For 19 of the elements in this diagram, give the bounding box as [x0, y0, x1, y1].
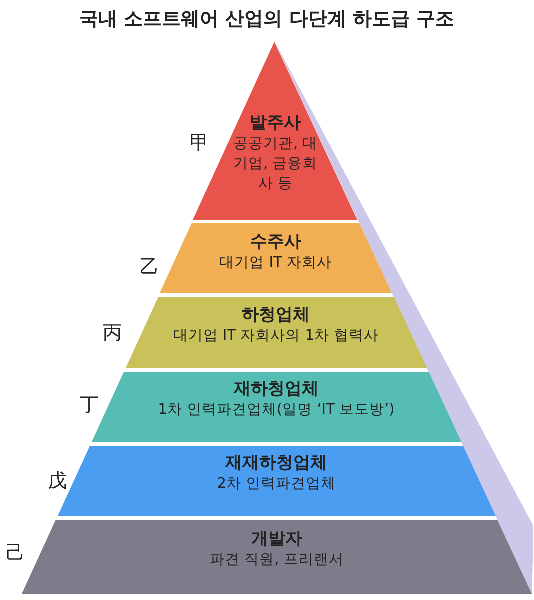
- tier-heading: 재하청업체: [234, 378, 319, 400]
- tier-description: 대기업 IT 자회사의 1차 협력사: [173, 327, 380, 346]
- tier-heading: 재재하청업체: [226, 452, 328, 474]
- tier-heading: 개발자: [252, 528, 302, 550]
- rank-character: 丁: [80, 393, 99, 418]
- tier-heading: 발주사: [250, 112, 302, 134]
- title: 국내 소프트웨어 산업의 다단계 하도급 구조: [78, 7, 456, 32]
- tier-description: 공공기관, 대기업, 금융회사 등: [232, 135, 319, 194]
- tier-description: 대기업 IT 자회사: [220, 254, 332, 273]
- rank-character: 丙: [103, 321, 122, 346]
- tier-description: 2차 인력파견업체: [217, 475, 336, 494]
- tier-description: 파견 직원, 프리랜서: [210, 551, 344, 570]
- rank-character: 己: [6, 541, 25, 566]
- rank-character: 戊: [48, 469, 67, 494]
- tier-heading: 수주사: [250, 231, 302, 253]
- rank-character: 甲: [190, 131, 209, 156]
- rank-character: 乙: [140, 255, 159, 280]
- tier-description: 1차 인력파견업체(일명 ‘IT 보도방’): [158, 401, 395, 420]
- tier-heading: 하청업체: [242, 304, 310, 326]
